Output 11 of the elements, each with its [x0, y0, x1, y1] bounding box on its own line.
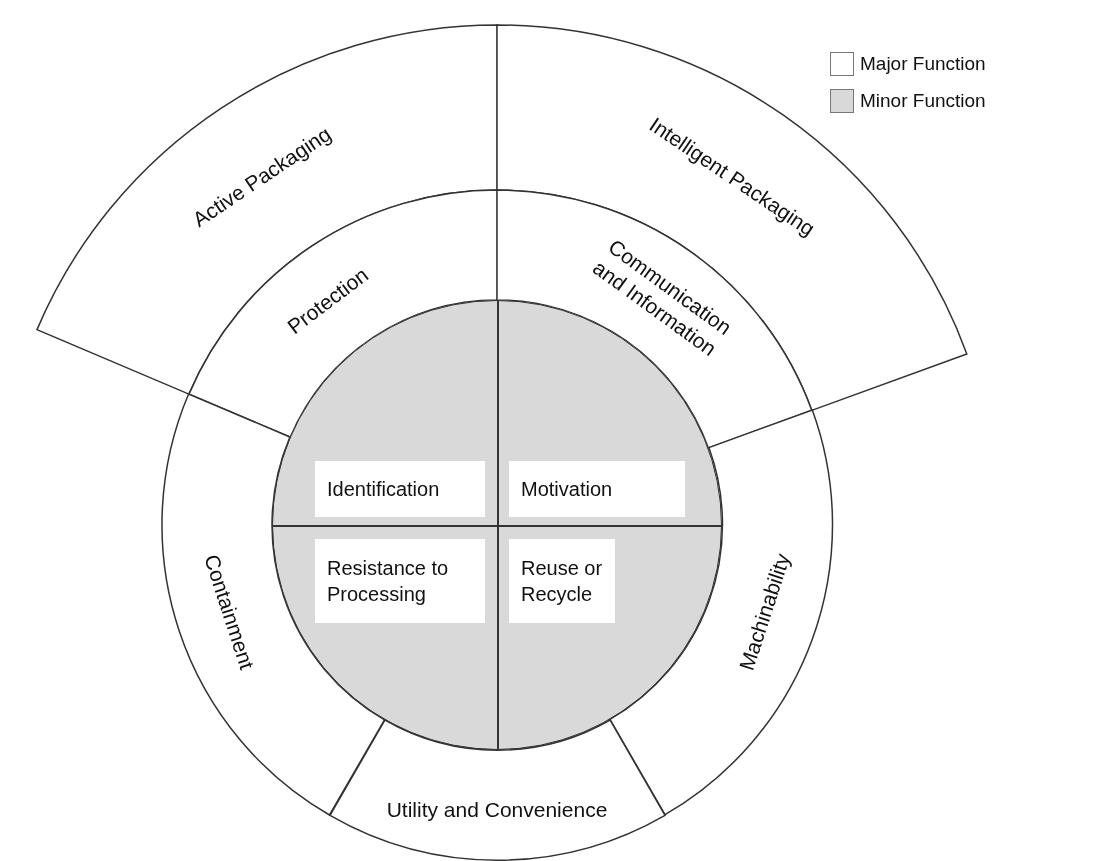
label-box — [315, 461, 485, 517]
label-box — [509, 461, 685, 517]
legend-label: Major Function — [860, 52, 986, 76]
function-label: Reuse or Recycle — [521, 556, 603, 607]
legend-label: Minor Function — [860, 88, 986, 113]
label-box — [315, 539, 485, 623]
function-label: Resistance to Processing — [327, 556, 450, 607]
sector-label: Utility and Convenience — [385, 796, 609, 823]
function-label: Identification — [327, 477, 440, 502]
label-box — [509, 539, 615, 623]
function-label: Motivation — [521, 477, 613, 502]
